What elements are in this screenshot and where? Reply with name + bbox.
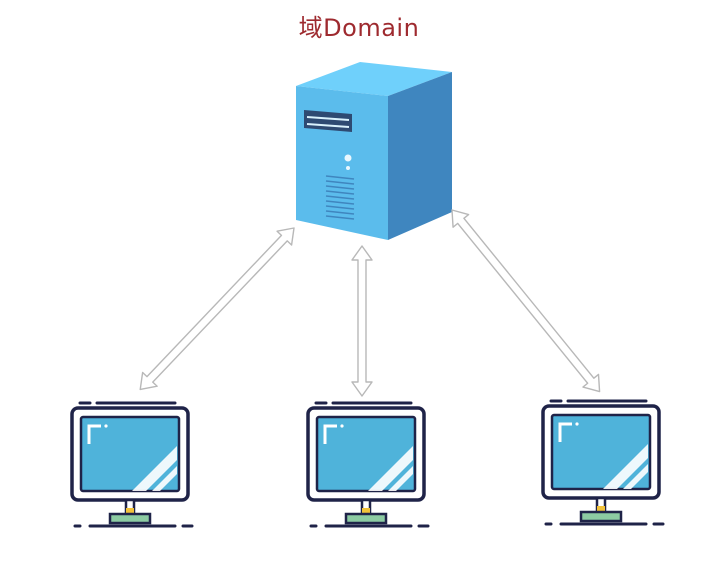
- server-top-face: [296, 62, 452, 96]
- status-led-icon: [346, 166, 350, 170]
- link-arrow-right: [451, 209, 601, 393]
- monitor-icon: [306, 401, 430, 528]
- diagram-title: 域Domain: [298, 14, 420, 42]
- server-vent: [325, 175, 355, 220]
- link-arrow-left: [139, 227, 295, 391]
- server-side-face: [388, 72, 452, 240]
- server-tower-icon: [296, 62, 452, 240]
- server-front-face: [296, 86, 388, 240]
- link-arrow-center: [351, 245, 373, 397]
- drive-slot-line: [306, 116, 350, 121]
- drive-slot-line: [306, 123, 350, 128]
- power-button-icon: [344, 154, 352, 162]
- monitor-icon: [541, 399, 665, 526]
- monitor-icon: [70, 401, 194, 528]
